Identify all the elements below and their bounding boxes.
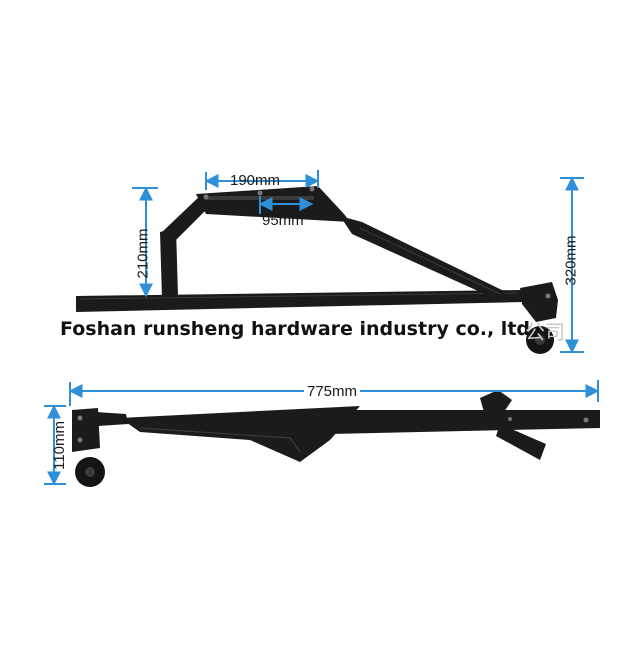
label-95mm: 95mm <box>262 212 304 229</box>
upper-link <box>160 194 214 240</box>
long-diagonal <box>120 406 360 462</box>
left-bracket <box>72 408 100 452</box>
company-watermark: Foshan runsheng hardware industry co., l… <box>60 318 530 340</box>
right-lower-arm <box>496 424 546 460</box>
right-bracket <box>520 282 558 322</box>
bottom-mechanism <box>72 390 600 487</box>
label-190mm: 190mm <box>230 172 281 189</box>
bottom-base-bar <box>330 410 600 434</box>
label-210mm: 210mm <box>134 228 152 279</box>
label-320mm: 320mm <box>562 235 580 286</box>
left-link <box>160 228 178 298</box>
chinese-watermark-fragment: 公司 <box>525 320 565 344</box>
label-775mm: 775mm <box>304 383 361 400</box>
top-base-bar <box>76 290 524 312</box>
top-tab <box>480 390 512 412</box>
label-110mm: 110mm <box>50 421 68 470</box>
